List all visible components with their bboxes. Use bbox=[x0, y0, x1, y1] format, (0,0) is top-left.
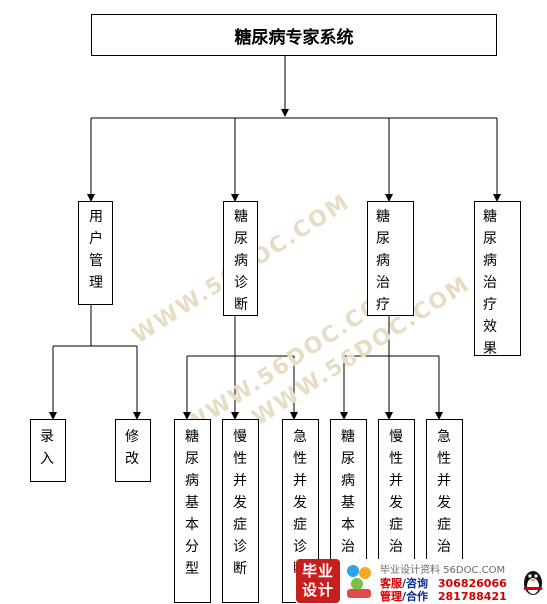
node-modify: 修改 bbox=[115, 419, 151, 482]
node-label: 糖尿病基本治疗 bbox=[341, 429, 355, 577]
stamp-logo-line: 毕业 bbox=[301, 562, 334, 580]
site-stamp: 毕业 设计 毕业设计资料 56DOC.COM 客服/咨询 306826066 管… bbox=[296, 559, 547, 603]
node-label: 用户管理 bbox=[89, 209, 103, 291]
node-label: 急性并发症治疗 bbox=[437, 429, 451, 577]
node-treatment: 糖尿病治疗 bbox=[367, 201, 414, 316]
node-label: 急性并发症诊断 bbox=[293, 429, 307, 577]
node-treatment-effect: 糖尿病治疗效果 bbox=[474, 201, 521, 357]
stamp-manage-label: 管理 bbox=[380, 590, 402, 603]
node-label: 糖尿病治疗 bbox=[376, 209, 390, 313]
stamp-service-qq: 306826066 bbox=[437, 577, 507, 590]
stamp-manage-row: 管理/合作 281788421 bbox=[380, 588, 507, 604]
node-label: 糖尿病基本分型 bbox=[185, 429, 199, 577]
node-label: 录入 bbox=[40, 429, 54, 467]
people-emblem-icon bbox=[347, 565, 371, 598]
stamp-logo: 毕业 设计 bbox=[296, 559, 340, 603]
node-basic-typing: 糖尿病基本分型 bbox=[174, 419, 211, 603]
penguin-icon bbox=[524, 571, 542, 595]
stamp-logo-line: 设计 bbox=[301, 581, 334, 599]
node-entry: 录入 bbox=[30, 419, 66, 482]
stamp-manage-qq: 281788421 bbox=[437, 590, 507, 603]
node-label: 糖尿病诊断 bbox=[234, 209, 248, 313]
stamp-consult-label: /咨询 bbox=[402, 577, 429, 590]
stamp-service-label: 客服 bbox=[380, 577, 402, 590]
node-diagnosis: 糖尿病诊断 bbox=[223, 201, 258, 316]
stamp-coop-label: /合作 bbox=[402, 590, 429, 603]
node-user-management: 用户管理 bbox=[78, 201, 113, 305]
root-label: 糖尿病专家系统 bbox=[234, 27, 354, 48]
node-label: 慢性并发症治疗 bbox=[389, 429, 403, 577]
node-label: 糖尿病治疗效果 bbox=[483, 209, 497, 357]
node-label: 慢性并发症诊断 bbox=[233, 429, 247, 577]
root-node: 糖尿病专家系统 bbox=[91, 14, 497, 56]
stamp-service-row: 客服/咨询 306826066 bbox=[380, 575, 507, 591]
node-label: 修改 bbox=[125, 429, 139, 467]
stamp-site-text: 毕业设计资料 56DOC.COM bbox=[380, 565, 506, 576]
node-chronic-diagnosis: 慢性并发症诊断 bbox=[222, 419, 259, 603]
